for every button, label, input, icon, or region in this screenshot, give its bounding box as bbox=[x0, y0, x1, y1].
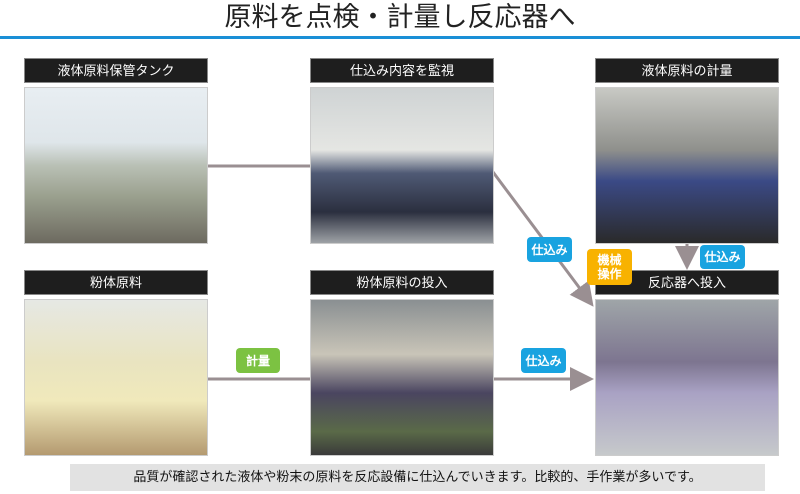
arrow-monitor-reactor bbox=[488, 167, 594, 307]
page-title: 原料を点検・計量し反応器へ bbox=[224, 2, 576, 33]
photo-monitor bbox=[310, 87, 494, 244]
photo-weigh bbox=[595, 87, 779, 244]
badge-charge: 仕込み bbox=[700, 245, 745, 269]
panel-header-tank: 液体原料保管タンク bbox=[24, 58, 208, 83]
panel-header-monitor: 仕込み内容を監視 bbox=[310, 58, 494, 83]
panel-header-weigh: 液体原料の計量 bbox=[595, 58, 779, 83]
badge-weighing: 計量 bbox=[236, 348, 280, 373]
photo-powder bbox=[24, 299, 208, 456]
badge-charge: 仕込み bbox=[527, 237, 572, 262]
panel-header-powder-input: 粉体原料の投入 bbox=[310, 270, 494, 295]
panel-header-powder: 粉体原料 bbox=[24, 270, 208, 295]
badge-machine-operation: 機械操作 bbox=[587, 249, 632, 285]
photo-reactor bbox=[595, 299, 779, 456]
photo-powder-input bbox=[310, 299, 494, 456]
title-divider bbox=[0, 36, 800, 39]
photo-tank bbox=[24, 87, 208, 244]
badge-charge: 仕込み bbox=[521, 348, 566, 373]
caption: 品質が確認された液体や粉末の原料を反応設備に仕込んでいきます。比較的、手作業が多… bbox=[70, 464, 765, 491]
